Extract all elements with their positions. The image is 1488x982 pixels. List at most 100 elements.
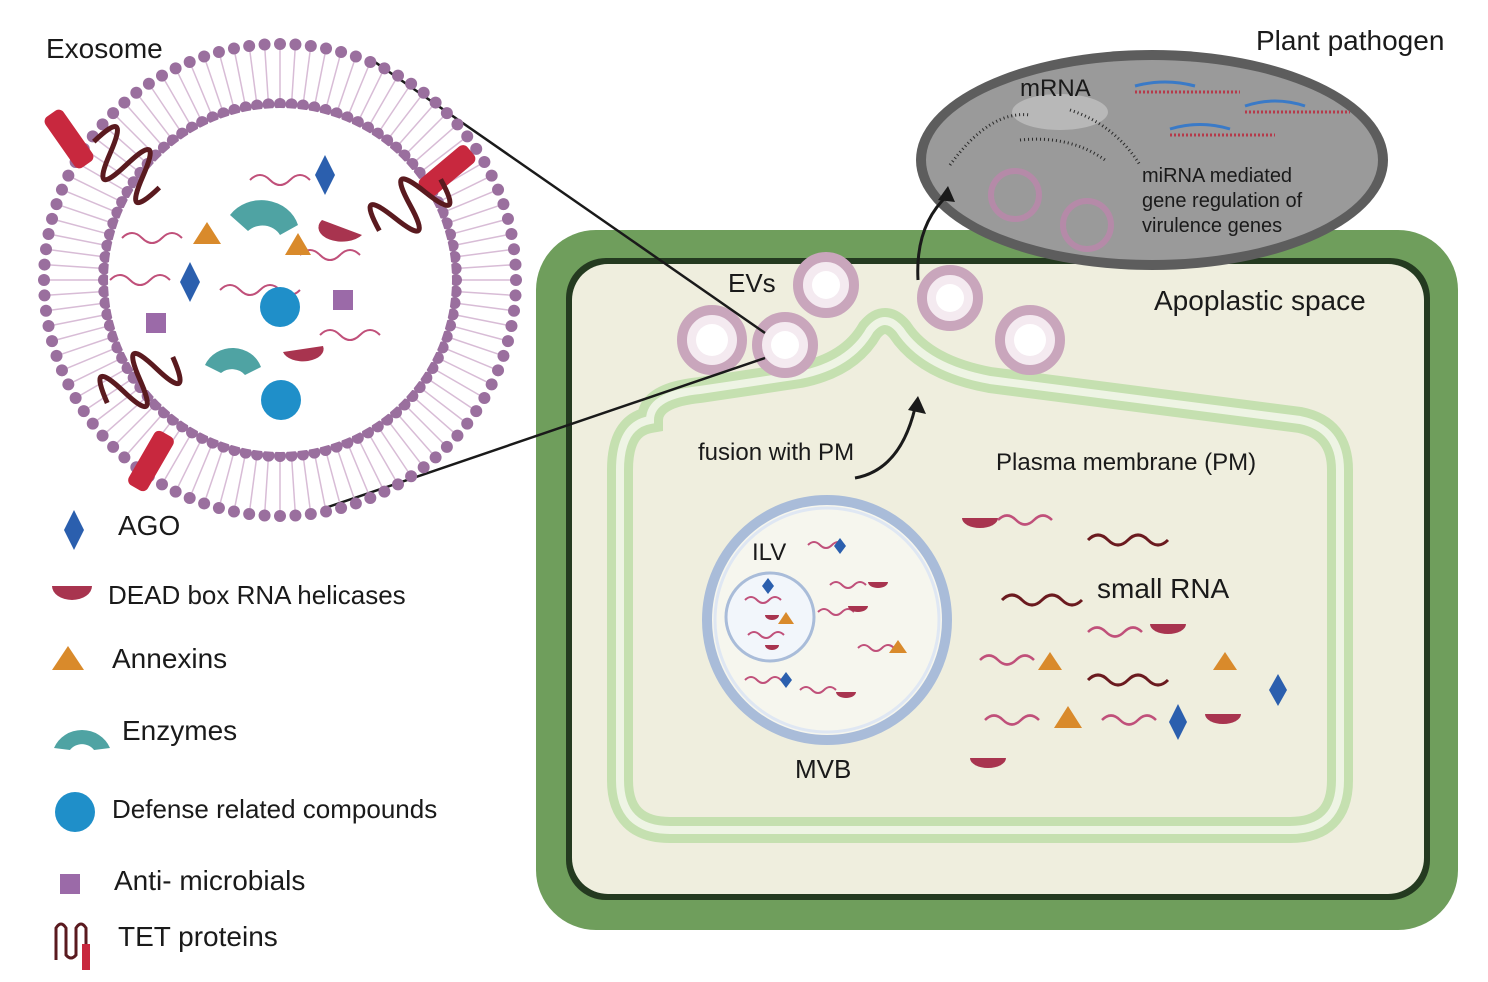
exosome-lumen <box>108 108 452 452</box>
lipid-head <box>55 364 68 377</box>
lipid-tail <box>369 80 396 125</box>
lipid-head <box>285 98 298 111</box>
lipid-head <box>99 251 112 264</box>
lipid-tail <box>348 446 369 493</box>
lipid-head <box>405 77 418 90</box>
plant-pathogen <box>916 50 1388 270</box>
ago-icon <box>180 262 200 302</box>
enzyme-icon <box>230 200 298 235</box>
lipid-tail <box>314 456 326 506</box>
ev-group <box>677 252 1065 378</box>
defense-compound-circle-icon <box>55 792 95 832</box>
lipid-head <box>206 111 219 124</box>
mvb-membrane-inner <box>713 506 941 734</box>
legend-label-tet: TET proteins <box>118 921 278 952</box>
lipid-head <box>96 118 109 131</box>
legend-label-ago: AGO <box>118 510 180 541</box>
evs-label: EVs <box>728 268 776 298</box>
lipid-tail <box>388 97 421 138</box>
lipid-head <box>436 206 449 219</box>
lipid-head <box>501 212 514 225</box>
lipid-tail <box>264 459 269 510</box>
lipid-tail <box>458 249 509 258</box>
lipid-tail <box>456 234 506 246</box>
lipid-head <box>289 38 302 51</box>
lipid-head <box>497 349 510 362</box>
lipid-head <box>227 505 240 518</box>
lipid-head <box>319 444 332 457</box>
lipid-tail <box>61 337 110 355</box>
lipid-tail <box>379 88 409 131</box>
lipid-head <box>308 101 321 114</box>
lipid-head <box>335 46 348 59</box>
legend-label-defense: Defense related compounds <box>112 794 437 824</box>
lipid-tail <box>456 314 506 326</box>
lipid-tail <box>234 54 246 104</box>
lipid-head <box>103 228 116 241</box>
lipid-head <box>169 485 182 498</box>
lipid-head <box>330 440 343 453</box>
legend-label-antimicrobials: Anti- microbials <box>114 865 305 896</box>
lipid-head <box>461 417 474 430</box>
antimicrobial-icon <box>333 290 353 310</box>
lipid-tail <box>459 291 510 296</box>
lipid-tail <box>458 302 509 311</box>
lipid-tail <box>325 453 341 503</box>
lipid-head <box>274 98 286 110</box>
lipid-head <box>183 55 196 68</box>
lipid-head <box>296 99 309 112</box>
lipid-head <box>320 42 333 55</box>
tet-protein-icon <box>54 922 90 970</box>
lipid-head <box>470 405 483 418</box>
lipid-head <box>446 239 459 252</box>
lipid-tail <box>127 106 162 146</box>
lipid-head <box>206 436 219 449</box>
lipid-tail <box>57 325 107 341</box>
lipid-head <box>497 198 510 211</box>
lipid-head <box>440 107 453 120</box>
plant-pathogen-label: Plant pathogen <box>1256 25 1444 56</box>
lipid-head <box>405 470 418 483</box>
lipid-head <box>364 55 377 68</box>
lipid-head <box>274 450 286 462</box>
lipid-tail <box>435 369 480 396</box>
defense-compound-icon <box>261 380 301 420</box>
ev <box>771 331 799 359</box>
lipid-tail <box>54 234 104 246</box>
lipid-head <box>392 69 404 82</box>
lipid-head <box>349 497 362 510</box>
lipid-tail <box>205 450 223 499</box>
mrna-strand <box>1019 137 1106 162</box>
lipid-head <box>118 96 131 109</box>
helicase-icon <box>318 220 362 242</box>
lipid-tail <box>337 450 355 499</box>
lipid-head <box>40 304 53 317</box>
mirna-duplex <box>1134 80 1240 94</box>
lipid-tail <box>164 80 191 125</box>
lipid-head <box>262 449 275 462</box>
lipid-head <box>262 98 275 111</box>
lipid-tail <box>291 459 296 510</box>
lipid-tail <box>414 398 454 433</box>
lipid-head <box>239 446 252 459</box>
lipid-tail <box>191 67 212 114</box>
lipid-head <box>485 378 498 391</box>
lipid-head <box>258 509 271 522</box>
lipid-head <box>107 217 120 230</box>
lipid-tail <box>453 325 503 341</box>
lipid-head <box>243 507 256 520</box>
ilv-rna <box>744 596 782 604</box>
lipid-head <box>198 497 211 510</box>
small-rna-label: small RNA <box>1097 573 1230 604</box>
lipid-head <box>308 446 321 459</box>
lipid-tail <box>302 458 311 509</box>
lipid-head <box>440 330 453 343</box>
exosome-rna <box>121 232 183 244</box>
mrna-label: mRNA <box>1020 75 1091 102</box>
lipid-head <box>417 461 430 474</box>
lipid-head <box>330 107 343 120</box>
lipid-head <box>417 86 430 99</box>
lipid-head <box>156 69 168 82</box>
lipid-head <box>492 364 505 377</box>
lipid-head <box>111 206 124 219</box>
